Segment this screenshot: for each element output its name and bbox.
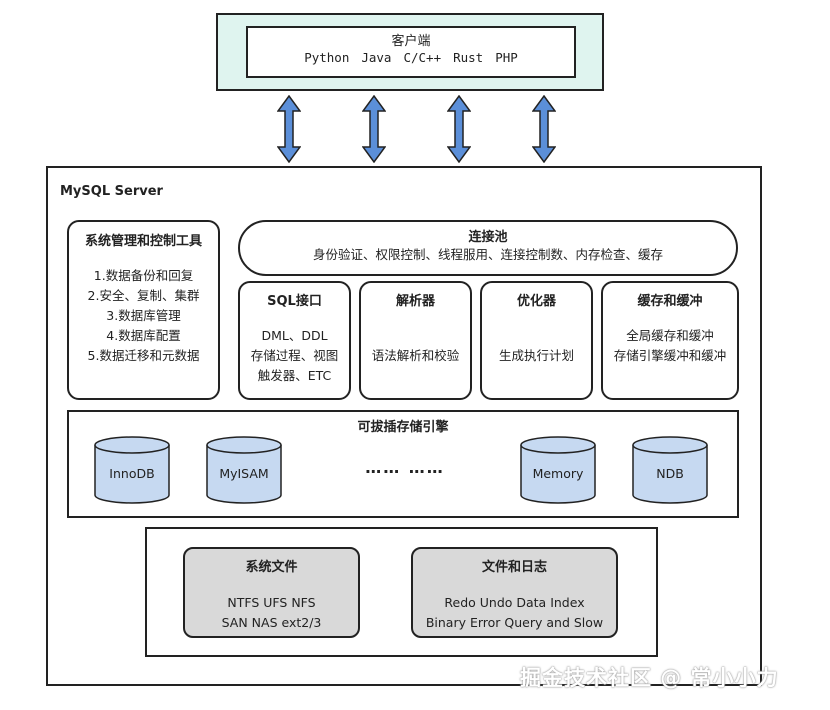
- ellipsis: …… ……: [365, 458, 445, 477]
- component-body: 语法解析和校验: [359, 346, 472, 366]
- optimizer-box: [480, 281, 593, 400]
- parser-box: [359, 281, 472, 400]
- client-inner-box: [246, 26, 576, 78]
- component-line: 全局缓存和缓冲: [626, 328, 714, 343]
- file-line: Redo Undo Data Index: [444, 595, 585, 610]
- client-languages: Python Java C/C++ Rust PHP: [246, 50, 576, 65]
- client-title: 客户端: [391, 34, 431, 49]
- double-arrow-icon: [361, 94, 387, 164]
- file-line: SAN NAS ext2/3: [221, 615, 322, 630]
- component-line: 存储过程、视图: [250, 348, 339, 363]
- engines-title: 可拔插存储引擎: [357, 420, 449, 435]
- component-line: 触发器、ETC: [257, 368, 332, 383]
- file-line: Binary Error Query and Slow: [425, 615, 604, 630]
- tools-box: [67, 220, 220, 400]
- tools-item: 5.数据迁移和元数据: [87, 348, 200, 363]
- server-label: MySQL Server: [60, 184, 163, 199]
- component-title: SQL接口: [267, 294, 322, 309]
- watermark: 掘金技术社区 @ 常小小力: [520, 666, 779, 690]
- lang-python: Python: [304, 50, 350, 65]
- tools-item: 3.数据库管理: [106, 308, 181, 323]
- component-body: 生成执行计划: [480, 346, 593, 366]
- tools-list: 1.数据备份和回复 2.安全、复制、集群 3.数据库管理 4.数据库配置 5.数…: [67, 266, 220, 366]
- files-logs-title: 文件和日志: [481, 560, 547, 575]
- storage-engines-box: [67, 410, 739, 518]
- lang-rust: Rust: [453, 50, 484, 65]
- lang-php: PHP: [495, 50, 518, 65]
- file-line: NTFS UFS NFS: [227, 595, 316, 610]
- database-cylinder-icon: InnoDB: [94, 436, 170, 504]
- component-title: 缓存和缓冲: [637, 294, 703, 309]
- sql-interface-box: [238, 281, 351, 400]
- double-arrow-icon: [446, 94, 472, 164]
- system-files-title: 系统文件: [245, 560, 298, 575]
- component-line: DML、DDL: [261, 328, 328, 343]
- double-arrow-icon: [276, 94, 302, 164]
- mysql-server-frame: [46, 166, 762, 686]
- double-arrow-icon: [531, 94, 557, 164]
- database-cylinder-icon: MyISAM: [206, 436, 282, 504]
- component-line: 语法解析和校验: [371, 348, 460, 363]
- tools-title: 系统管理和控制工具: [84, 234, 202, 249]
- tools-item: 2.安全、复制、集群: [87, 288, 200, 303]
- component-line: 生成执行计划: [498, 348, 574, 363]
- component-body: 全局缓存和缓冲 存储引擎缓冲和缓冲: [601, 326, 739, 366]
- database-cylinder-icon: Memory: [520, 436, 596, 504]
- engine-label: NDB: [656, 466, 684, 481]
- pool-description: 身份验证、权限控制、线程服用、连接控制数、内存检查、缓存: [312, 247, 663, 262]
- engine-label: InnoDB: [109, 466, 155, 481]
- files-logs-box: [411, 547, 618, 638]
- lang-java: Java: [361, 50, 392, 65]
- system-files-box: [183, 547, 360, 638]
- engine-label: MyISAM: [219, 466, 269, 481]
- tools-item: 1.数据备份和回复: [93, 268, 194, 283]
- lang-cpp: C/C++: [403, 50, 442, 65]
- pool-title: 连接池: [468, 230, 508, 245]
- component-title: 解析器: [395, 294, 435, 309]
- component-title: 优化器: [516, 294, 556, 309]
- tools-item: 4.数据库配置: [106, 328, 181, 343]
- connection-pool-box: [238, 220, 738, 276]
- cache-box: [601, 281, 739, 400]
- engine-label: Memory: [532, 466, 584, 481]
- database-cylinder-icon: NDB: [632, 436, 708, 504]
- component-line: 存储引擎缓冲和缓冲: [613, 348, 727, 363]
- component-body: DML、DDL 存储过程、视图 触发器、ETC: [238, 326, 351, 386]
- files-logs-body: Redo Undo Data Index Binary Error Query …: [411, 593, 618, 633]
- system-files-body: NTFS UFS NFS SAN NAS ext2/3: [183, 593, 360, 633]
